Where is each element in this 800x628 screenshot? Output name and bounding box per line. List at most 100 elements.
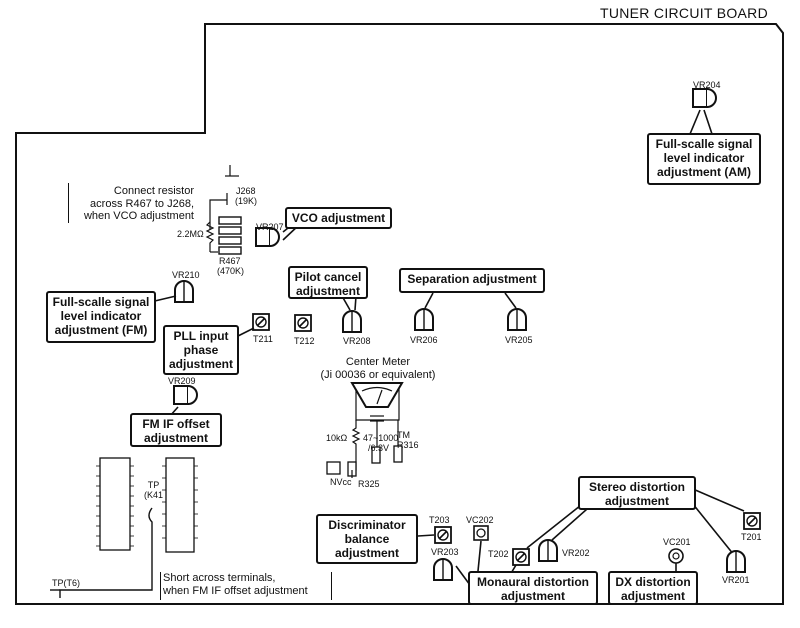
center-meter-symbol	[350, 382, 404, 408]
callout-line: PLL input	[173, 329, 229, 343]
label-vr205: VR205	[505, 335, 533, 345]
callout-line: adjustment	[295, 284, 360, 299]
callout-full-scale-am: Full-scalle signal level indicator adjus…	[647, 133, 761, 185]
t201-symbol	[743, 512, 761, 530]
callout-line: Monaural distortion	[477, 575, 589, 589]
label-vc201: VC201	[663, 537, 691, 547]
callout-line: Stereo distortion	[588, 480, 685, 494]
note-line: Center Meter	[345, 356, 411, 368]
callout-line: adjustment	[500, 589, 565, 604]
label-r316: R316	[397, 440, 419, 450]
callout-line: Pilot cancel	[294, 270, 362, 284]
callout-dx-distortion: DX distortion adjustment	[608, 571, 698, 605]
callout-monaural-distortion: Monaural distortion adjustment	[468, 571, 598, 605]
callout-line: Separation adjustment	[407, 272, 537, 286]
label-line: (K41	[144, 490, 164, 501]
label-r467: R467	[219, 256, 241, 266]
note-connect-resistor: Connect resistor across R467 to J268, wh…	[68, 185, 194, 223]
t202-symbol	[512, 548, 530, 566]
callout-line: Full-scalle signal	[52, 295, 150, 309]
note-center-meter: Center Meter (Ji 00036 or equivalent)	[308, 356, 448, 381]
label-vr201: VR201	[722, 575, 750, 585]
callout-line: adjustment	[169, 357, 234, 372]
label-j268: J268	[236, 186, 256, 196]
label-cap-voltage: /6.3V	[368, 443, 390, 453]
label-res-2-2m: 2.2MΩ	[177, 229, 204, 239]
vr201-symbol	[726, 550, 746, 573]
note-line: Short across terminals,	[163, 572, 276, 584]
callout-line: adjustment	[604, 494, 669, 509]
vr209-symbol	[173, 385, 198, 405]
note-line: when VCO adjustment	[83, 210, 194, 223]
note-line: when FM IF offset adjustment	[163, 584, 308, 597]
label-vr204: VR204	[693, 80, 721, 90]
callout-full-scale-fm: Full-scalle signal level indicator adjus…	[46, 291, 156, 343]
t203-symbol	[434, 526, 452, 544]
note-bracket	[329, 572, 332, 600]
callout-line: Full-scalle signal	[655, 137, 753, 151]
vr202-symbol	[538, 539, 558, 562]
callout-line: level indicator	[60, 309, 142, 324]
label-r325: R325	[358, 479, 380, 489]
callout-line: phase	[183, 343, 219, 358]
label-j268-value: (19K)	[235, 196, 258, 206]
label-res-10k: 10kΩ	[326, 433, 348, 443]
label-vr203: VR203	[431, 547, 459, 557]
label-vc202: VC202	[466, 515, 494, 525]
note-line: Connect resistor	[113, 185, 194, 197]
callout-line: adjustment	[334, 546, 399, 561]
t211-symbol	[252, 313, 270, 331]
callout-line: adjustment	[620, 589, 685, 604]
callout-fm-if-offset: FM IF offset adjustment	[130, 413, 222, 447]
label-nvcc: NVcc	[330, 477, 352, 487]
callout-discriminator: Discriminator balance adjustment	[316, 514, 418, 564]
label-vr202: VR202	[562, 548, 590, 558]
callout-line: FM IF offset	[142, 417, 210, 431]
label-tm: TM	[397, 430, 410, 440]
note-line: across R467 to J268,	[90, 197, 194, 210]
vr206-symbol	[414, 308, 434, 331]
callout-pll-input: PLL input phase adjustment	[163, 325, 239, 375]
callout-line: Discriminator	[328, 518, 406, 532]
callout-line: adjustment	[143, 431, 208, 446]
label-tp-k41: TP (K41	[144, 480, 163, 500]
label-t212: T212	[294, 336, 315, 346]
label-t211: T211	[253, 334, 273, 344]
label-tp-t6: TP(T6)	[52, 578, 80, 588]
note-bracket	[68, 183, 71, 223]
label-vr209: VR209	[168, 376, 196, 386]
label-vr206: VR206	[410, 335, 438, 345]
label-cap-value: 47~1000	[363, 433, 399, 443]
vr203-symbol	[433, 558, 453, 581]
label-line: TP	[147, 480, 160, 490]
note-bracket	[160, 572, 163, 600]
vc202-symbol	[473, 525, 489, 541]
label-vr207: VR207	[256, 222, 284, 232]
note-short-terminals: Short across terminals, when FM IF offse…	[163, 572, 308, 597]
callout-pilot-cancel: Pilot cancel adjustment	[288, 266, 368, 299]
callout-line: adjustment (FM)	[54, 323, 148, 338]
callout-line: adjustment (AM)	[657, 165, 751, 180]
board-title: TUNER CIRCUIT BOARD	[600, 5, 769, 21]
callout-line: level indicator	[663, 151, 745, 166]
note-line: (Ji 00036 or equivalent)	[320, 368, 436, 381]
callout-vco: VCO adjustment	[285, 207, 392, 229]
callout-line: VCO adjustment	[291, 211, 386, 225]
label-t202: T202	[488, 549, 509, 559]
vr204-symbol	[692, 88, 717, 108]
callout-line: DX distortion	[615, 575, 691, 589]
callout-stereo-distortion: Stereo distortion adjustment	[578, 476, 696, 510]
callout-line: balance	[344, 532, 390, 547]
t212-symbol	[294, 314, 312, 332]
label-t201: T201	[741, 532, 762, 542]
vc201-symbol	[668, 548, 684, 564]
vr208-symbol	[342, 310, 362, 333]
callout-separation: Separation adjustment	[399, 268, 545, 293]
vr210-symbol	[174, 280, 194, 303]
vr205-symbol	[507, 308, 527, 331]
label-t203: T203	[429, 515, 450, 525]
label-vr208: VR208	[343, 336, 371, 346]
label-r467-value: (470K)	[217, 266, 245, 276]
